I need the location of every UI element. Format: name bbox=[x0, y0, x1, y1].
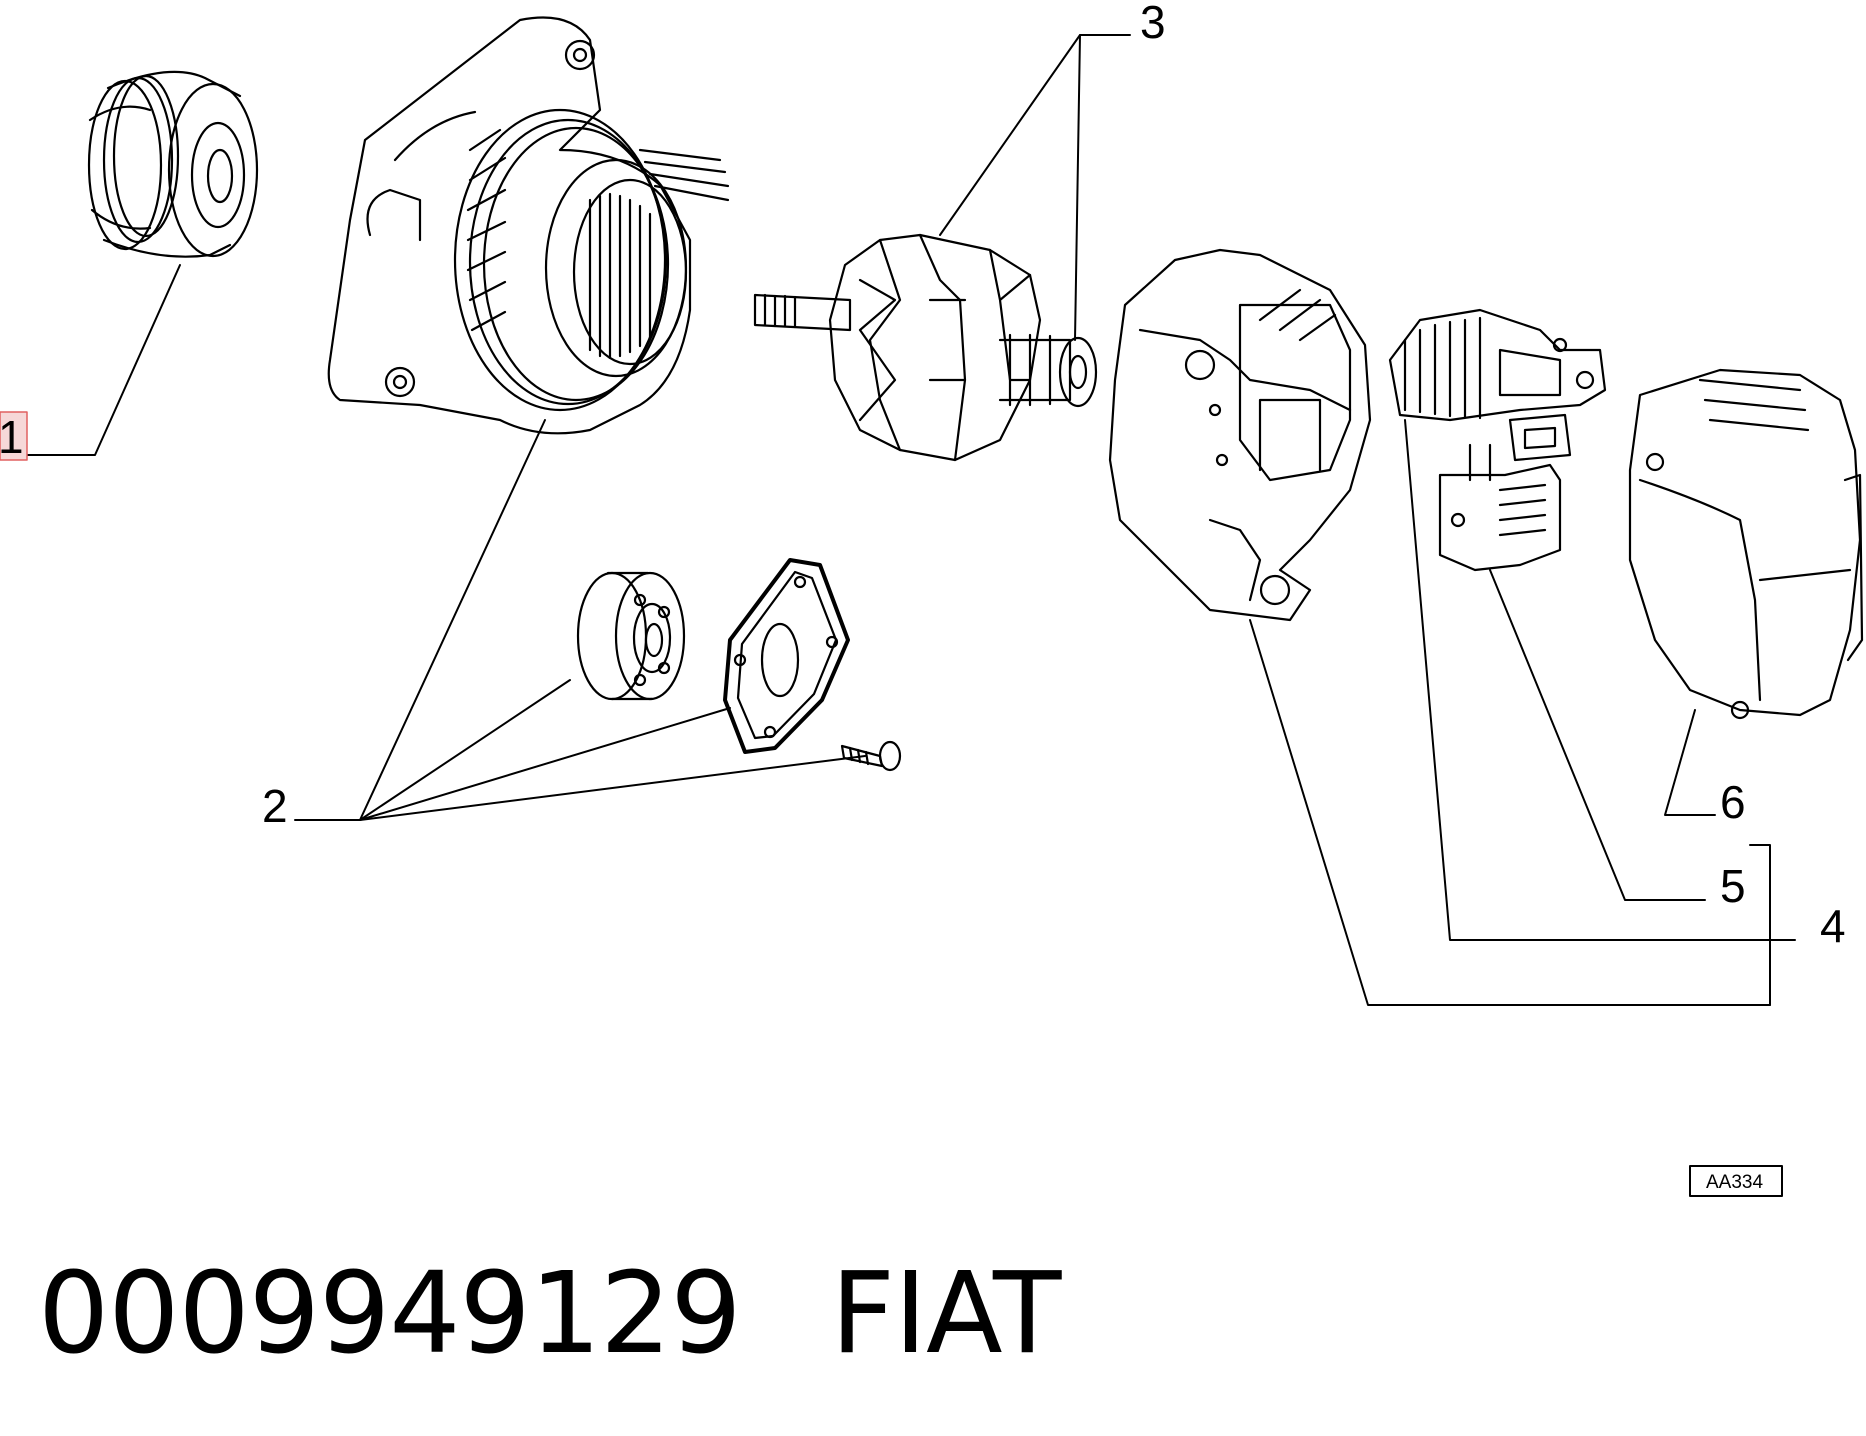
rear-cover-drawing bbox=[1628, 368, 1864, 720]
bearing-drawing bbox=[576, 571, 686, 701]
screw-drawing bbox=[840, 740, 902, 772]
callout-3[interactable]: 3 bbox=[1140, 0, 1166, 48]
pulley-part-drawing bbox=[87, 70, 259, 258]
brand-name: FIAT bbox=[830, 1249, 1062, 1379]
callout-4[interactable]: 4 bbox=[1820, 900, 1846, 952]
rear-housing-drawing bbox=[1108, 248, 1372, 622]
footer-caption: 0009949129 FIAT bbox=[38, 1249, 1062, 1379]
part-number: 0009949129 bbox=[38, 1249, 742, 1379]
callout-6[interactable]: 6 bbox=[1720, 776, 1746, 828]
callout-1-highlight bbox=[0, 411, 28, 461]
reference-code: AA334 bbox=[1706, 1172, 1763, 1193]
rectifier-drawing bbox=[1388, 308, 1607, 422]
voltage-regulator-drawing bbox=[1438, 413, 1572, 572]
callout-2[interactable]: 2 bbox=[262, 780, 288, 832]
rotor-drawing bbox=[753, 233, 1098, 462]
callout-5[interactable]: 5 bbox=[1720, 860, 1746, 912]
leader-lines bbox=[26, 34, 1796, 1006]
front-housing-stator-drawing bbox=[327, 16, 730, 435]
reference-code-box bbox=[1689, 1165, 1783, 1197]
callout-1[interactable]: 1 bbox=[0, 411, 24, 463]
retaining-plate-drawing bbox=[723, 558, 850, 754]
